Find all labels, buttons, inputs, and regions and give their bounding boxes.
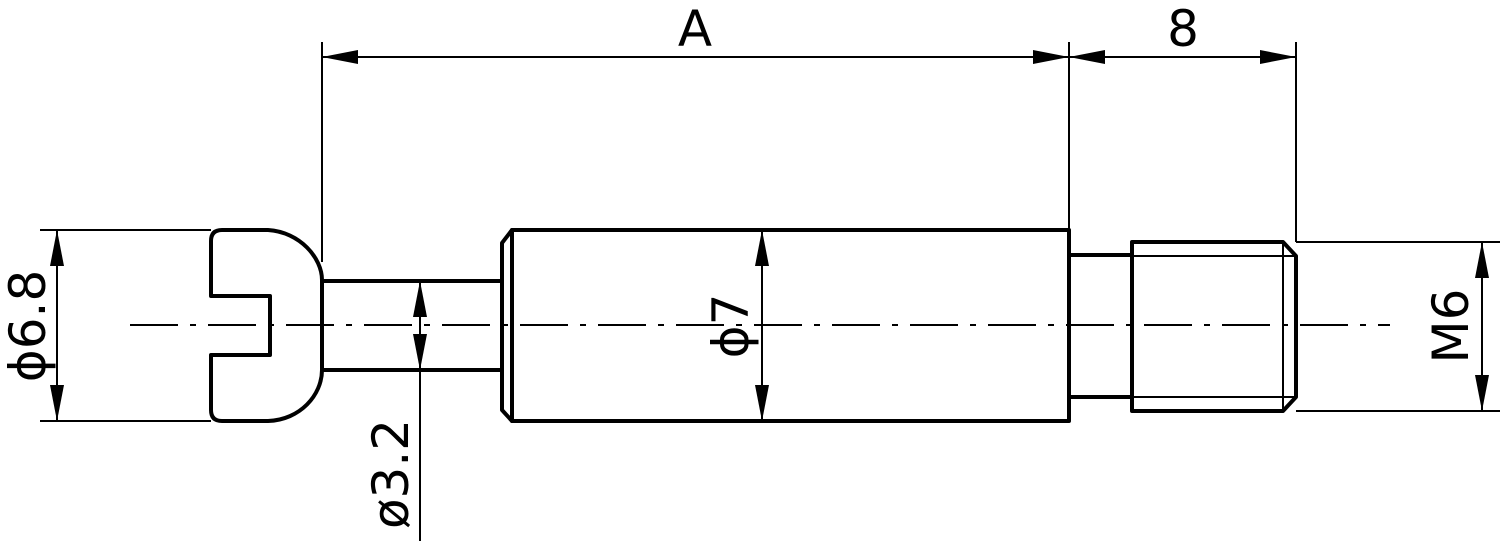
arrow-8-left <box>1069 50 1105 64</box>
threaded-end-outline <box>1130 240 1298 413</box>
arrow-neck-bottom <box>413 334 427 370</box>
dim-text-a: A <box>678 0 712 58</box>
dim-text-neck: ø3.2 <box>362 419 420 529</box>
arrow-8-right <box>1260 50 1296 64</box>
dim-text-thread: M6 <box>1422 289 1480 364</box>
screw-head-outline <box>209 228 324 423</box>
arrow-thread-top <box>1475 242 1489 278</box>
arrow-body-top <box>755 230 769 266</box>
arrow-a-right <box>1033 50 1069 64</box>
arrow-body-bottom <box>755 385 769 421</box>
arrow-head-top <box>50 230 64 266</box>
dim-text-8: 8 <box>1167 0 1199 58</box>
arrow-a-left <box>322 50 358 64</box>
dim-text-head: ϕ6.8 <box>0 270 57 383</box>
dim-text-body: ϕ7 <box>702 294 760 359</box>
arrow-thread-bottom <box>1475 375 1489 411</box>
arrow-neck-top <box>413 281 427 317</box>
arrow-head-bottom <box>50 385 64 421</box>
